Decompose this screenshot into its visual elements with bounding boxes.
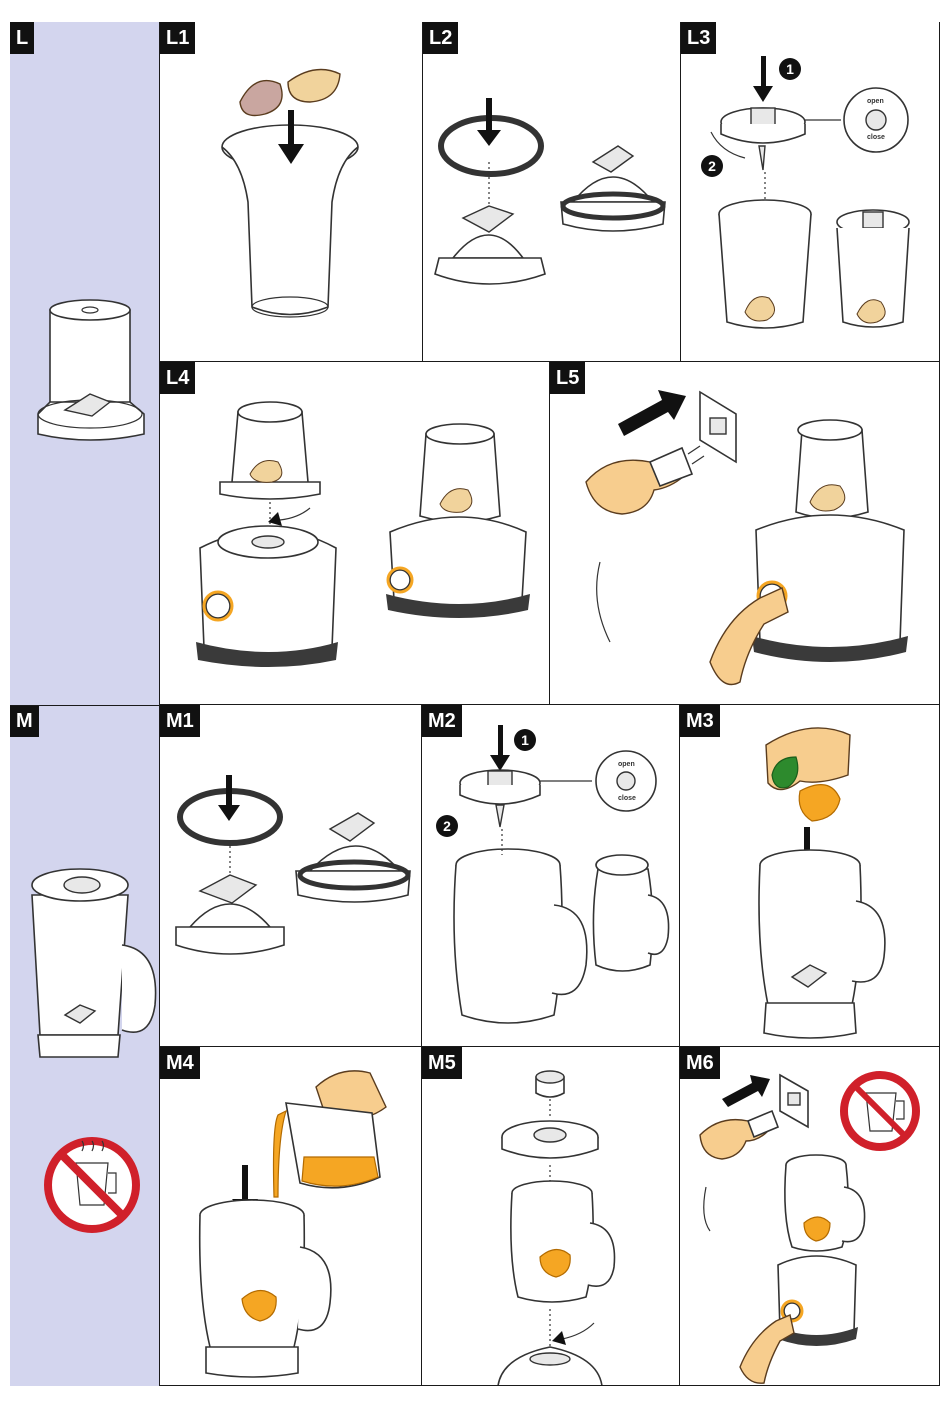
power-plug-icon (748, 1111, 778, 1137)
plug-in-and-operate-illustration (550, 362, 940, 705)
lid-open-label: open (618, 761, 635, 768)
section-l-sidebar: L (10, 22, 160, 705)
section-m-sidebar: M (10, 705, 160, 1386)
assemble-jug-blade-illustration (422, 705, 680, 1047)
add-ingredients-illustration (160, 22, 423, 362)
add-fruit-illustration (680, 705, 940, 1047)
fit-seal-illustration (423, 22, 681, 362)
lid-open-label: open (867, 98, 884, 105)
panel-l2: L2 (423, 22, 681, 362)
assemble-blade-illustration (681, 22, 940, 362)
panel-m4: M4 (160, 1047, 422, 1386)
plug-in-and-blend-illustration (680, 1047, 940, 1386)
blender-jug-illustration (10, 705, 160, 1386)
panel-l3: L3 1 2 open close (681, 22, 940, 362)
panel-m5: M5 (422, 1047, 680, 1386)
panel-l1: L1 (160, 22, 423, 362)
lid-close-label: close (618, 795, 636, 802)
panel-m1: M1 (160, 705, 422, 1047)
lid-close-label: close (867, 134, 885, 141)
mini-chopper-illustration (10, 22, 160, 705)
arrow-icon (618, 390, 686, 436)
panel-m6: M6 (680, 1047, 940, 1386)
panel-m2: M2 1 2 open close (422, 705, 680, 1047)
pour-liquid-illustration (160, 1047, 422, 1386)
panel-m3: M3 (680, 705, 940, 1047)
attach-to-base-illustration (160, 362, 550, 705)
panel-l4: L4 (160, 362, 550, 705)
fit-jug-seal-illustration (160, 705, 422, 1047)
fit-lid-illustration (422, 1047, 680, 1386)
panel-l5: L5 (550, 362, 940, 705)
